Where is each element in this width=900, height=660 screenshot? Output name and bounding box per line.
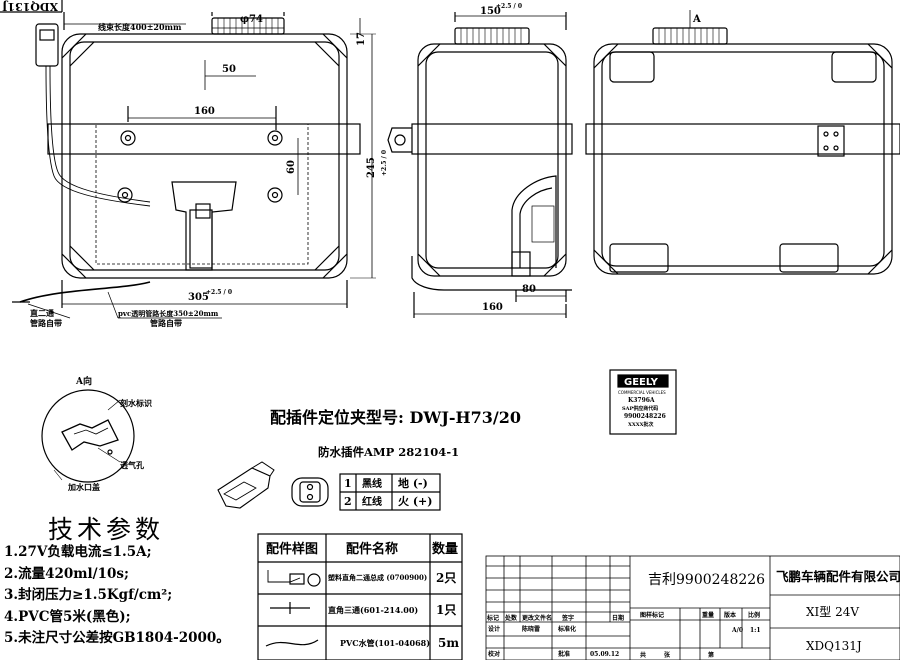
- tag-line2: SAP供应商代码: [622, 405, 658, 412]
- pin2-func: 火 (+): [398, 495, 432, 508]
- tb-label-weight: 重量: [702, 611, 714, 619]
- tb-label-date: 日期: [612, 614, 624, 622]
- pin2-wire: 红线: [362, 495, 382, 508]
- tech-param-3: 3.封闭压力≥1.5Kgf/cm²;: [4, 587, 173, 603]
- front-view: [12, 12, 376, 319]
- rear-view: [585, 10, 900, 275]
- part-row2-qty: 1只: [436, 603, 456, 617]
- tb-model: XI型 24V: [806, 605, 859, 619]
- title-block: [485, 555, 900, 660]
- tb-label-check: 校对: [488, 650, 500, 658]
- tb-label-graphic: 图样标记: [640, 611, 664, 619]
- tech-param-1: 1.27V负载电流≤1.5A;: [4, 544, 152, 560]
- dim-160-front: 160: [194, 106, 215, 117]
- dim-305: 305: [188, 292, 209, 303]
- dim-phi74: φ74: [240, 14, 263, 25]
- tb-label-count: 处数: [504, 614, 518, 622]
- tb-label-version: 版本: [723, 611, 737, 619]
- parts-table: [257, 533, 463, 660]
- tb-label-standard: 标准化: [557, 625, 576, 633]
- tb-label-design: 设计: [488, 625, 500, 633]
- view-a-brand-label: 刻水标识: [120, 398, 152, 408]
- view-a: [41, 389, 135, 483]
- corner-tag: [0, 0, 63, 13]
- dim-305-tol: +2.5 / 0: [206, 289, 232, 296]
- tb-label-sheet: 第: [707, 651, 714, 659]
- pin2-no: 2: [344, 495, 352, 508]
- parts-header-name: 配件名称: [346, 541, 398, 557]
- wire-length-label: 线束长度400±20mm: [98, 22, 182, 32]
- label-tag: [609, 369, 677, 435]
- pin1-wire: 黑线: [362, 477, 382, 490]
- connector-subtitle: 防水插件AMP 282104-1: [318, 445, 460, 459]
- dim-150: 150: [480, 6, 501, 17]
- pvc-tube-label: pvc透明管路长度350±20mm: [118, 309, 219, 318]
- dim-50: 50: [222, 64, 236, 75]
- pin1-func: 地 (-): [398, 476, 428, 490]
- tb-label-page: 张: [664, 651, 671, 659]
- part-row3-qty: 5m: [438, 636, 459, 650]
- tag-line3: 9900248226: [624, 413, 666, 420]
- pin1-no: 1: [344, 477, 352, 490]
- tb-drawing-no: XDQ131J: [806, 639, 862, 653]
- connector-drawing: [217, 461, 441, 511]
- dim-160-side: 160: [482, 302, 503, 313]
- side-view: [387, 12, 573, 318]
- parts-header-qty: 数量: [432, 541, 458, 557]
- tb-label-approve: 批准: [558, 650, 570, 658]
- dim-60: 60: [286, 160, 297, 174]
- dim-245-tol: +2.5 / 0: [381, 150, 388, 176]
- view-a-mark: A: [692, 14, 701, 25]
- dim-150-tol: +2.5 / 0: [496, 3, 522, 10]
- tb-scale: 1:1: [750, 627, 761, 634]
- view-a-cap-label: 加水口盖: [67, 482, 100, 492]
- hose-label-3: 管路自带: [150, 318, 182, 328]
- tb-label-ratio: 比例: [748, 611, 760, 619]
- part-row1-name: 塑料直角二通总成 (0700900): [328, 573, 427, 582]
- tb-label-designer: 陈晓雷: [522, 625, 540, 633]
- hose-label-2: 管路自带: [30, 318, 62, 328]
- tech-params-title: 技术参数: [48, 515, 165, 544]
- tb-label-mark: 标记: [486, 614, 499, 622]
- part-row1-qty: 2只: [436, 571, 456, 585]
- corner-tag-text: XDQ131J: [2, 0, 58, 13]
- parts-header-sample: 配件样图: [266, 541, 318, 557]
- connector-title: 配插件定位夹型号: DWJ-H73/20: [270, 408, 522, 427]
- tech-param-2: 2.流量420ml/10s;: [4, 565, 129, 582]
- tech-param-4: 4.PVC管5米(黑色);: [4, 608, 131, 625]
- dim-17: 17: [356, 32, 367, 46]
- tb-label-date-value: 05.09.12: [590, 651, 619, 658]
- part-row3-name: PVC水管(101-04068): [340, 638, 430, 648]
- tech-params-list: 1.27V负载电流≤1.5A; 2.流量420ml/10s; 3.封闭压力≥1.…: [4, 542, 230, 650]
- view-a-title: A向: [75, 375, 92, 387]
- tb-company: 飞鹏车辆配件有限公司: [776, 569, 900, 584]
- hose-label-1: 直二通: [30, 308, 54, 318]
- part-row2-name: 直角三通(601-214.00): [328, 605, 418, 615]
- dim-80: 80: [522, 284, 536, 295]
- tb-stage: A/0: [731, 627, 743, 634]
- view-a-vent-label: 透气孔: [120, 460, 144, 470]
- tb-label-total: 共: [640, 651, 646, 659]
- tag-brand: GEELY: [624, 377, 659, 388]
- tb-customer-code: 吉利9900248226: [648, 572, 765, 588]
- tech-param-5: 5.未注尺寸公差按GB1804-2000。: [4, 630, 230, 646]
- tag-line1: K3796A: [628, 397, 655, 404]
- dim-245: 245: [366, 157, 377, 178]
- tb-label-changedoc: 更改文件名: [522, 614, 552, 622]
- tag-sub: COMMERCIAL VEHICLES: [618, 390, 666, 395]
- tag-line4: XXXX批次: [628, 421, 654, 428]
- tb-label-sign: 签字: [561, 614, 574, 622]
